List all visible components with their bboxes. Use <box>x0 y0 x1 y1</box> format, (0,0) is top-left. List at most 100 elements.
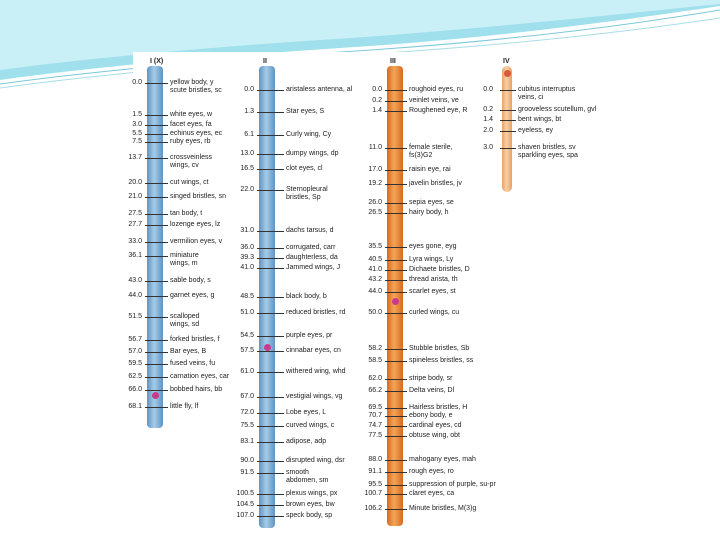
locus-position: 22.0 <box>240 186 254 193</box>
gene-label: vestigial wings, vg <box>286 393 343 400</box>
gene-label: claret eyes, ca <box>409 490 455 497</box>
locus-tick <box>145 364 168 365</box>
centromere-II <box>264 344 271 351</box>
gene-label: shaven bristles, sv sparkling eyes, spa <box>518 144 578 159</box>
locus-position: 74.7 <box>368 422 382 429</box>
locus-tick <box>385 111 407 112</box>
chromosome-III-bar <box>387 66 403 526</box>
locus-position: 66.2 <box>368 387 382 394</box>
locus-tick <box>145 407 168 408</box>
locus-tick <box>385 416 407 417</box>
gene-label: Hairless bristles, H <box>409 404 468 411</box>
locus-position: 44.0 <box>128 292 142 299</box>
gene-label: raisin eye, rai <box>409 166 451 173</box>
locus-position: 13.0 <box>240 150 254 157</box>
locus-position: 48.5 <box>240 293 254 300</box>
gene-label: yellow body, y scute bristles, sc <box>170 79 222 94</box>
locus-position: 0.0 <box>244 86 254 93</box>
gene-label: white eyes, w <box>170 111 213 118</box>
gene-label: black body, b <box>286 293 327 300</box>
locus-tick <box>257 231 284 232</box>
gene-label: spineless bristles, ss <box>409 357 474 364</box>
locus-tick <box>145 256 168 257</box>
locus-position: 107.0 <box>236 512 254 519</box>
locus-tick <box>145 225 168 226</box>
gene-label: Dichaete bristles, D <box>409 266 470 273</box>
gene-label: obtuse wing, obt <box>409 432 460 439</box>
locus-position: 62.0 <box>368 375 382 382</box>
gene-label: dachs tarsus, d <box>286 227 334 234</box>
locus-tick <box>257 248 284 249</box>
locus-tick <box>385 408 407 409</box>
gene-label: eyes gone, eyg <box>409 243 457 250</box>
locus-tick <box>385 391 407 392</box>
locus-position: 27.7 <box>128 221 142 228</box>
locus-position: 0.0 <box>132 79 142 86</box>
centromere-IV <box>504 70 511 77</box>
gene-label: Minute bristles, M(3)g <box>409 505 477 512</box>
gene-label: disrupted wing, dsr <box>286 457 345 464</box>
locus-tick <box>257 258 284 259</box>
centromere-I <box>152 392 159 399</box>
locus-position: 11.0 <box>368 144 382 151</box>
locus-tick <box>257 461 284 462</box>
locus-position: 95.5 <box>368 481 382 488</box>
gene-label: carnation eyes, car <box>170 373 230 380</box>
gene-label: bent wings, bt <box>518 116 562 123</box>
gene-label: smooth abdomen, sm <box>286 469 329 484</box>
locus-tick <box>145 317 168 318</box>
locus-position: 0.2 <box>483 106 493 113</box>
gene-label: curved wings, c <box>286 422 335 429</box>
gene-label: purple eyes, pr <box>286 332 333 339</box>
gene-label: javelin bristles, jv <box>409 180 462 187</box>
locus-position: 36.1 <box>128 252 142 259</box>
locus-tick <box>257 442 284 443</box>
locus-tick <box>385 90 407 91</box>
locus-tick <box>385 101 407 102</box>
locus-position: 43.0 <box>128 277 142 284</box>
locus-position: 13.7 <box>128 154 142 161</box>
locus-tick <box>145 115 168 116</box>
locus-position: 106.2 <box>364 505 382 512</box>
locus-tick <box>385 426 407 427</box>
locus-tick <box>145 134 168 135</box>
locus-tick <box>385 203 407 204</box>
locus-position: 72.0 <box>240 409 254 416</box>
gene-label: scalloped wings, sd <box>170 313 200 328</box>
locus-tick <box>257 494 284 495</box>
locus-tick <box>385 148 407 149</box>
locus-position: 26.0 <box>368 199 382 206</box>
locus-tick <box>385 170 407 171</box>
gene-label: ebony body, e <box>409 412 453 419</box>
locus-position: 1.5 <box>132 111 142 118</box>
locus-position: 7.5 <box>132 138 142 145</box>
gene-label: garnet eyes, g <box>170 292 215 299</box>
locus-position: 41.0 <box>368 266 382 273</box>
gene-label: cut wings, ct <box>170 179 209 186</box>
locus-tick <box>257 372 284 373</box>
gene-label: veinlet veins, ve <box>409 97 459 104</box>
locus-position: 1.4 <box>372 107 382 114</box>
gene-label: dumpy wings, dp <box>286 150 339 157</box>
gene-label: thread arista, th <box>409 276 458 283</box>
locus-position: 54.5 <box>240 332 254 339</box>
gene-label: female sterile, fs(3)G2 <box>409 144 453 159</box>
gene-label: rough eyes, ro <box>409 468 454 475</box>
gene-label: Star eyes, S <box>286 108 325 115</box>
locus-tick <box>385 292 407 293</box>
locus-position: 67.0 <box>240 393 254 400</box>
locus-position: 100.7 <box>364 490 382 497</box>
locus-tick <box>145 158 168 159</box>
locus-tick <box>385 436 407 437</box>
locus-tick <box>500 120 516 121</box>
locus-position: 0.0 <box>372 86 382 93</box>
locus-position: 43.2 <box>368 276 382 283</box>
locus-position: 6.1 <box>244 131 254 138</box>
locus-tick <box>257 313 284 314</box>
gene-label: cubitus interruptus veins, ci <box>518 86 576 101</box>
gene-label: miniature wings, m <box>170 252 199 267</box>
locus-tick <box>145 83 168 84</box>
gene-label: Curly wing, Cy <box>286 131 332 138</box>
gene-label: sepia eyes, se <box>409 199 454 206</box>
gene-label: hairy body, h <box>409 209 449 216</box>
